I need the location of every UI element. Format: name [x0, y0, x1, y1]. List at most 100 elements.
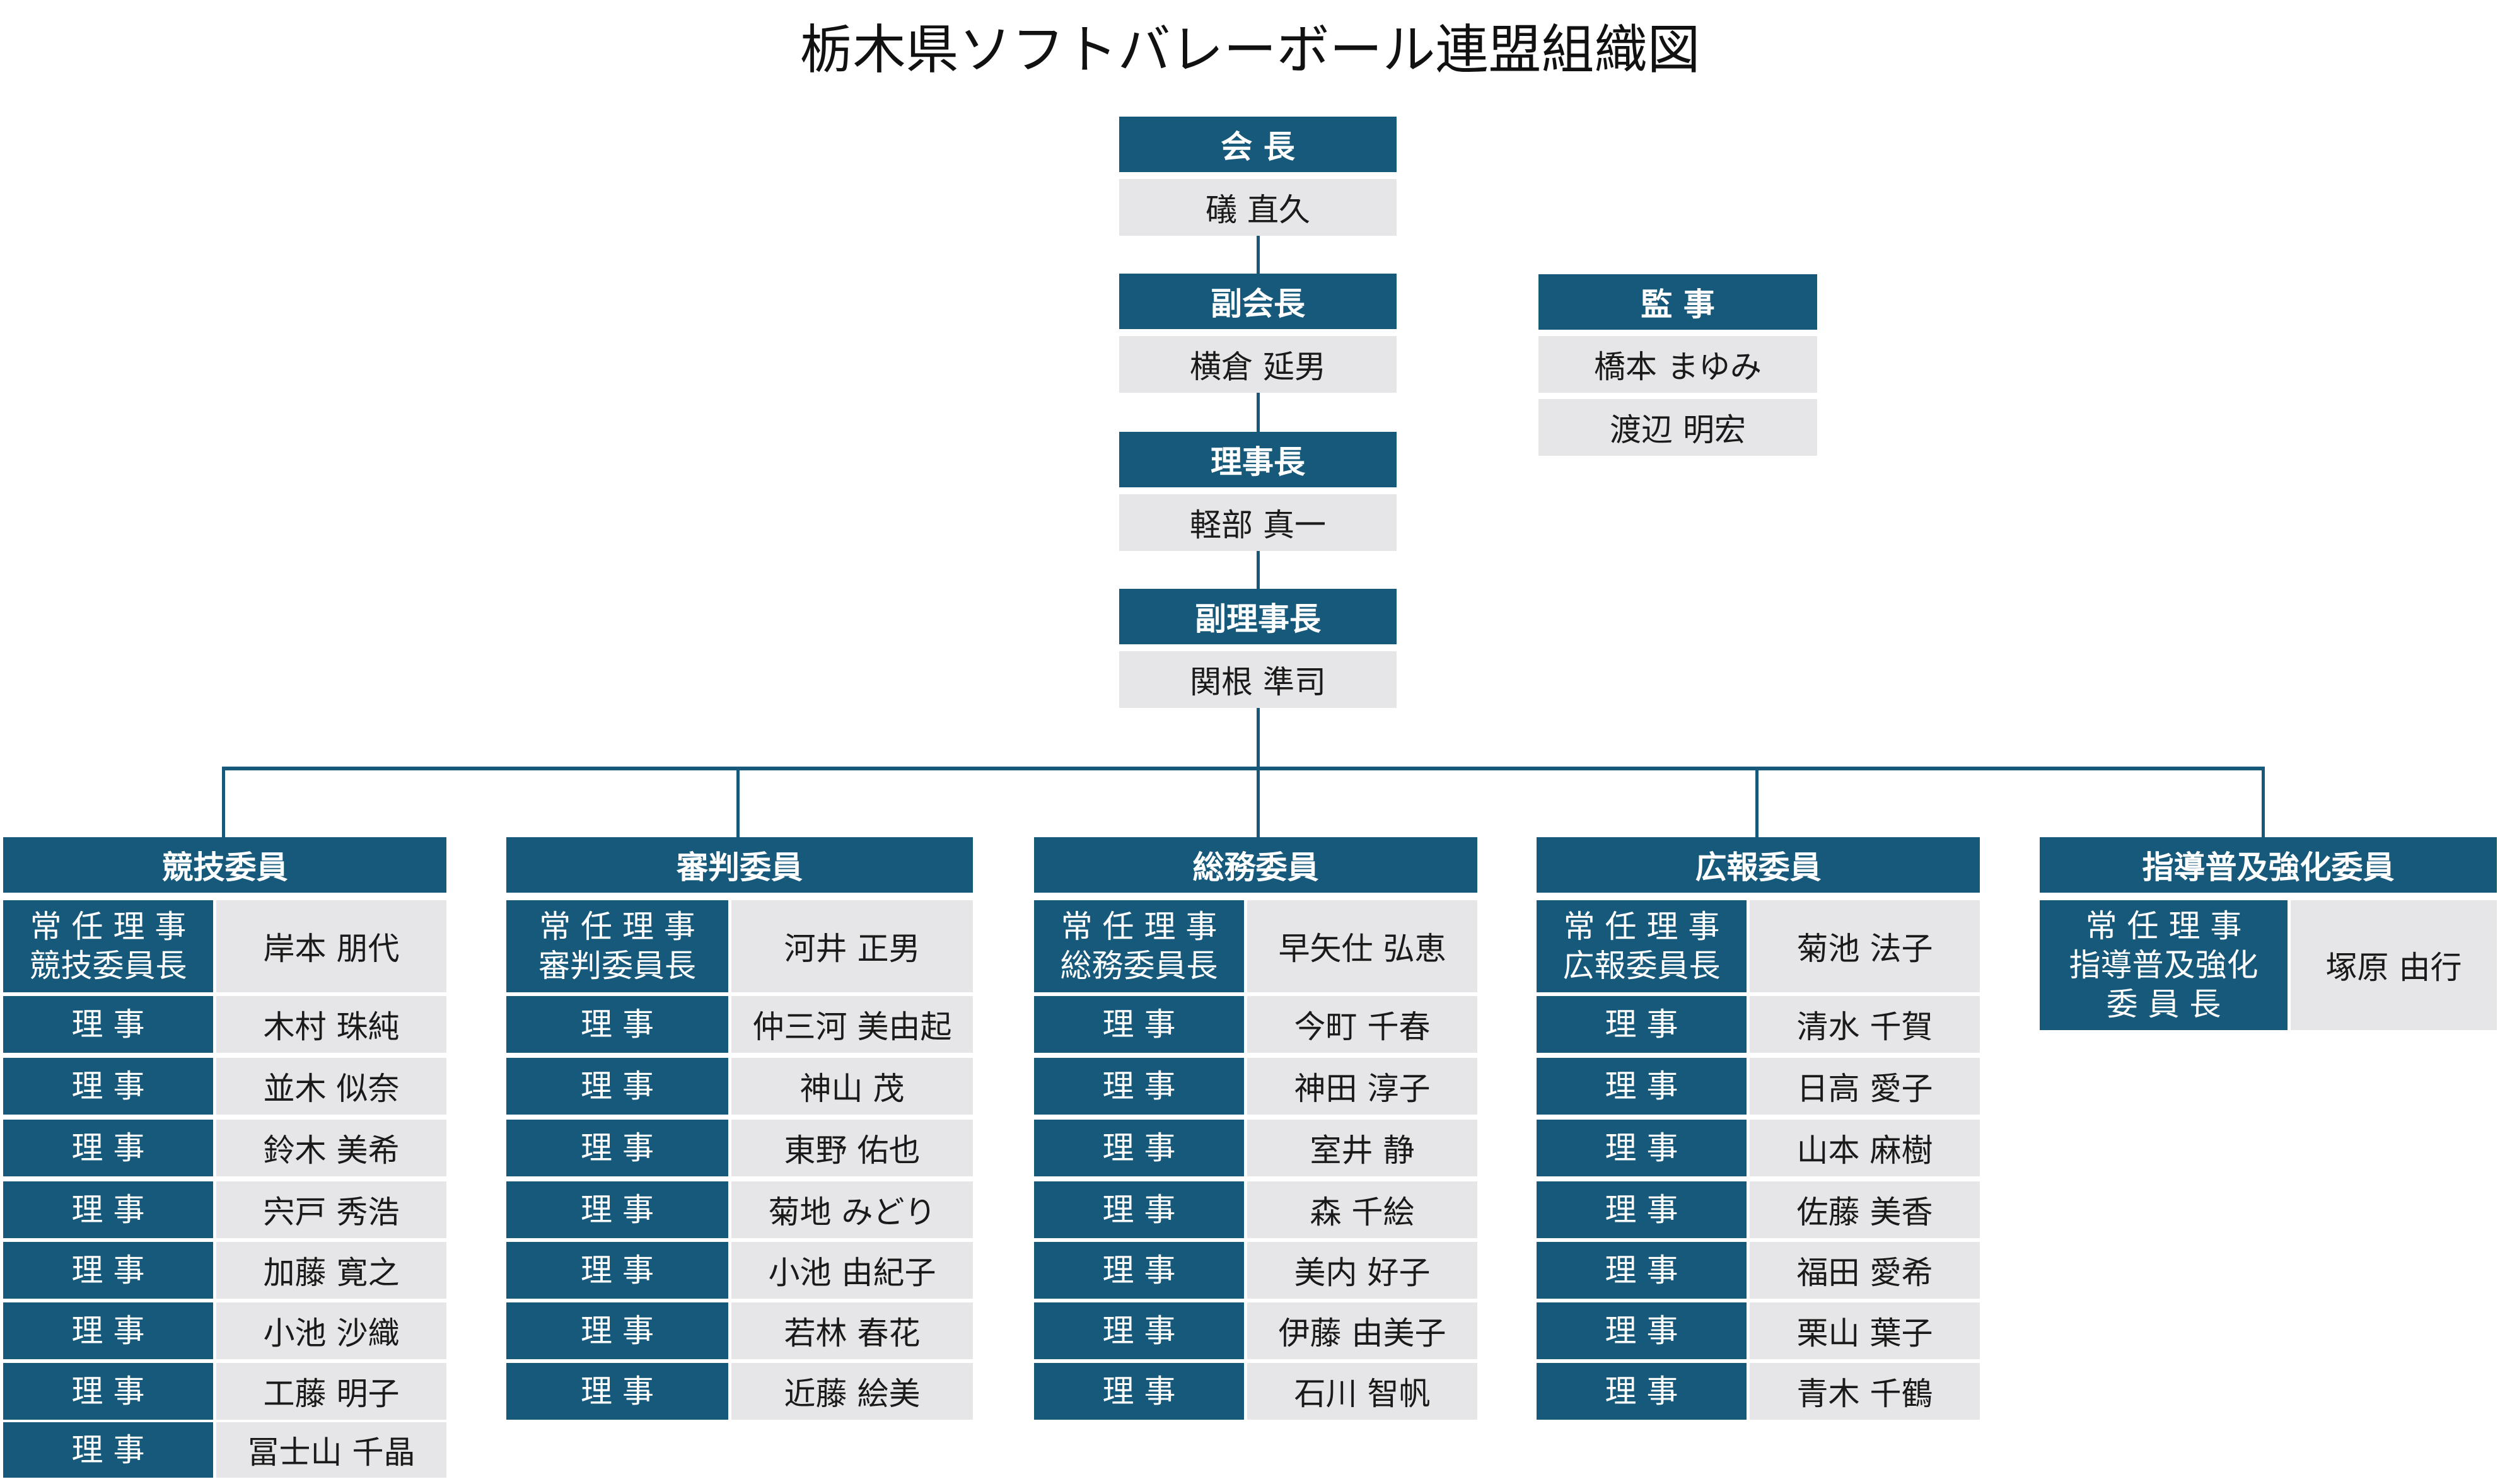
member-name: 美内 好子 [1247, 1242, 1477, 1299]
committee-header: 競技委員 [3, 837, 446, 893]
auditor-header: 監 事 [1538, 274, 1817, 330]
branch-drop-line [2262, 767, 2265, 837]
member-role-label: 理 事 [1537, 1302, 1747, 1359]
member-name: 冨士山 千晶 [216, 1422, 446, 1478]
vice-chairman-header: 副理事長 [1119, 589, 1397, 644]
member-name: 近藤 絵美 [731, 1363, 973, 1420]
member-name: 神田 淳子 [1247, 1058, 1477, 1115]
lead-role-label: 常 任 理 事 広報委員長 [1537, 900, 1747, 992]
member-name: 今町 千春 [1247, 996, 1477, 1053]
member-name: 森 千絵 [1247, 1181, 1477, 1238]
lead-role-label: 常 任 理 事 総務委員長 [1034, 900, 1244, 992]
member-role-label: 理 事 [506, 1302, 728, 1359]
lead-role-line: 常 任 理 事 [1061, 908, 1218, 945]
member-name: 山本 麻樹 [1750, 1120, 1980, 1176]
president-header: 会 長 [1119, 117, 1397, 172]
member-name: 菊地 みどり [731, 1181, 973, 1238]
member-name: 佐藤 美香 [1750, 1181, 1980, 1238]
member-name: 神山 茂 [731, 1058, 973, 1115]
page-title: 栃木県ソフトバレーボール連盟組織図 [799, 19, 1701, 81]
member-role-label: 理 事 [1034, 1058, 1244, 1115]
member-name: 加藤 寛之 [216, 1242, 446, 1299]
member-role-label: 理 事 [506, 1120, 728, 1176]
member-role-label: 理 事 [3, 1363, 213, 1420]
vice-president-header: 副会長 [1119, 274, 1397, 329]
branch-line [222, 767, 2265, 770]
member-role-label: 理 事 [1537, 1363, 1747, 1420]
lead-role-line: 委 員 長 [2106, 986, 2221, 1023]
member-name: 東野 佑也 [731, 1120, 973, 1176]
member-role-label: 理 事 [1537, 1181, 1747, 1238]
lead-role-label: 常 任 理 事 審判委員長 [506, 900, 728, 992]
lead-role-line: 常 任 理 事 [1563, 908, 1720, 945]
member-name: 小池 沙織 [216, 1302, 446, 1359]
vice-president-name: 横倉 延男 [1119, 336, 1397, 393]
member-role-label: 理 事 [506, 996, 728, 1053]
member-role-label: 理 事 [3, 996, 213, 1053]
member-name: 青木 千鶴 [1750, 1363, 1980, 1420]
connector-line [1257, 236, 1260, 274]
lead-name: 塚原 由行 [2291, 900, 2497, 1030]
auditor-name: 渡辺 明宏 [1538, 399, 1817, 456]
member-role-label: 理 事 [3, 1302, 213, 1359]
member-role-label: 理 事 [1537, 996, 1747, 1053]
member-role-label: 理 事 [1034, 1120, 1244, 1176]
member-role-label: 理 事 [3, 1242, 213, 1299]
member-role-label: 理 事 [3, 1058, 213, 1115]
member-name: 木村 珠純 [216, 996, 446, 1053]
member-name: 若林 春花 [731, 1302, 973, 1359]
president-name: 礒 直久 [1119, 179, 1397, 236]
member-role-label: 理 事 [1034, 996, 1244, 1053]
member-name: 小池 由紀子 [731, 1242, 973, 1299]
lead-role-line: 常 任 理 事 [30, 908, 187, 945]
member-name: 工藤 明子 [216, 1363, 446, 1420]
member-role-label: 理 事 [1034, 1363, 1244, 1420]
lead-role-label: 常 任 理 事 競技委員長 [3, 900, 213, 992]
member-name: 石川 智帆 [1247, 1363, 1477, 1420]
member-role-label: 理 事 [3, 1120, 213, 1176]
connector-line [1257, 393, 1260, 432]
connector-line [1257, 551, 1260, 589]
lead-role-line: 常 任 理 事 [2085, 908, 2242, 944]
member-role-label: 理 事 [506, 1242, 728, 1299]
member-name: 並木 似奈 [216, 1058, 446, 1115]
member-role-label: 理 事 [1034, 1302, 1244, 1359]
member-name: 日高 愛子 [1750, 1058, 1980, 1115]
connector-line [1257, 708, 1260, 769]
lead-role-line: 広報委員長 [1562, 948, 1721, 984]
lead-name: 河井 正男 [731, 900, 973, 992]
member-role-label: 理 事 [506, 1363, 728, 1420]
committee-header: 広報委員 [1537, 837, 1980, 893]
lead-role-line: 常 任 理 事 [539, 908, 695, 945]
committee-header: 指導普及強化委員 [2040, 837, 2497, 893]
branch-drop-line [222, 767, 225, 837]
vice-chairman-name: 関根 準司 [1119, 651, 1397, 708]
committee-header: 審判委員 [506, 837, 973, 893]
member-role-label: 理 事 [506, 1181, 728, 1238]
lead-role-label: 常 任 理 事 指導普及強化 委 員 長 [2040, 900, 2288, 1030]
lead-role-line: 審判委員長 [538, 948, 696, 984]
branch-drop-line [1257, 767, 1260, 837]
member-role-label: 理 事 [506, 1058, 728, 1115]
chairman-header: 理事長 [1119, 432, 1397, 487]
member-name: 室井 静 [1247, 1120, 1477, 1176]
chairman-name: 軽部 真一 [1119, 494, 1397, 551]
committee-header: 総務委員 [1034, 837, 1477, 893]
lead-role-line: 競技委員長 [29, 948, 187, 984]
member-role-label: 理 事 [3, 1181, 213, 1238]
member-role-label: 理 事 [1537, 1058, 1747, 1115]
member-role-label: 理 事 [1034, 1181, 1244, 1238]
member-name: 栗山 葉子 [1750, 1302, 1980, 1359]
member-role-label: 理 事 [1537, 1242, 1747, 1299]
branch-drop-line [736, 767, 740, 837]
auditor-name: 橋本 まゆみ [1538, 336, 1817, 393]
lead-name: 岸本 朋代 [216, 900, 446, 992]
lead-name: 菊池 法子 [1750, 900, 1980, 992]
member-name: 伊藤 由美子 [1247, 1302, 1477, 1359]
member-name: 福田 愛希 [1750, 1242, 1980, 1299]
lead-name: 早矢仕 弘恵 [1247, 900, 1477, 992]
member-name: 鈴木 美希 [216, 1120, 446, 1176]
branch-drop-line [1755, 767, 1759, 837]
member-role-label: 理 事 [3, 1422, 213, 1478]
member-name: 宍戸 秀浩 [216, 1181, 446, 1238]
